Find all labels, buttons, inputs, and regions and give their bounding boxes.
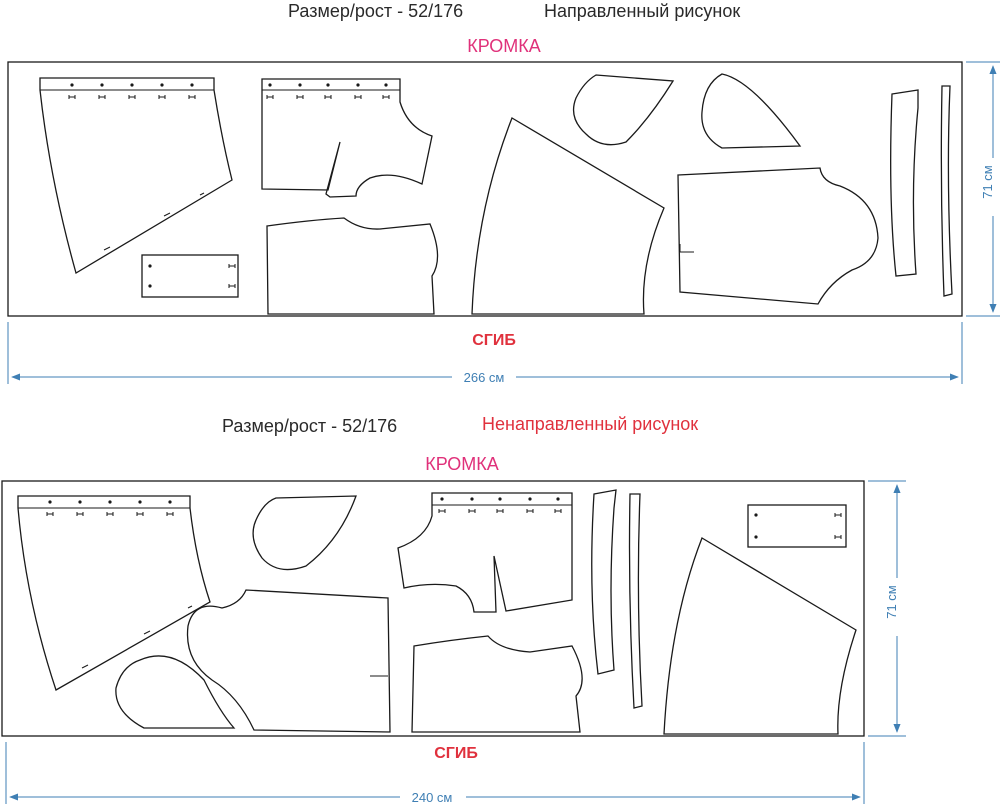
layout-2-narrow-strip (628, 493, 643, 709)
layout-1-fold-label: СГИБ (472, 332, 516, 349)
layout-2-teardrop-piece-1 (252, 495, 357, 571)
layout-2-pocket-piece (747, 504, 847, 548)
layout-2-fold-label: СГИБ (434, 745, 478, 762)
layout-1-size-label: Размер/рост - 52/176 (288, 1, 463, 21)
layout-2-selvage-label: КРОМКА (425, 454, 499, 474)
layout-2-width-label: 240 см (412, 790, 453, 804)
layout-2-teardrop-piece-2 (115, 655, 236, 729)
layout-1-bodice-piece (677, 167, 879, 305)
layout-1-height-dimension: 71 см (966, 61, 1000, 317)
layout-1-width-label: 266 см (464, 370, 505, 385)
layout-2-sleeve-piece (663, 537, 857, 735)
layout-2-size-label: Размер/рост - 52/176 (222, 416, 397, 436)
layout-1-selvage-label: КРОМКА (467, 36, 541, 56)
layout-2-fabric-frame (1, 480, 865, 737)
layout-1-teardrop-piece-1 (572, 74, 675, 146)
layout-1-back-trouser-piece (39, 77, 233, 274)
layout-2-bodice-piece (186, 589, 391, 733)
layout-2-front-trouser-piece (397, 492, 573, 613)
layout-1-fabric-frame (7, 61, 963, 317)
layout-2-width-dimension: 240 см (5, 742, 865, 804)
layout-1-front-trouser-piece (261, 78, 433, 198)
layout-2-height-label: 71 см (884, 585, 899, 619)
layout-1-direction-label: Направленный рисунок (544, 1, 740, 21)
layout-2: Размер/рост - 52/176 Ненаправленный рису… (1, 414, 906, 804)
layout-2-lower-trouser-piece (411, 635, 583, 733)
layout-1-lower-trouser-piece (266, 217, 439, 315)
layout-1-teardrop-piece-2 (701, 73, 802, 149)
layout-1-width-dimension: 266 см (7, 322, 963, 385)
layout-1-sleeve-piece (471, 117, 665, 315)
layout-2-direction-label: Ненаправленный рисунок (482, 414, 698, 434)
layout-1-height-label: 71 см (980, 165, 995, 199)
layout-2-height-dimension: 71 см (868, 480, 906, 737)
layout-1-narrow-strip (940, 85, 953, 297)
layout-1-pocket-piece (141, 254, 239, 298)
layout-1-facing-strip (890, 89, 919, 277)
layout-2-back-trouser-piece (17, 495, 211, 691)
layout-1: Размер/рост - 52/176 Направленный рисуно… (7, 1, 1000, 385)
layout-2-facing-strip (591, 489, 617, 675)
